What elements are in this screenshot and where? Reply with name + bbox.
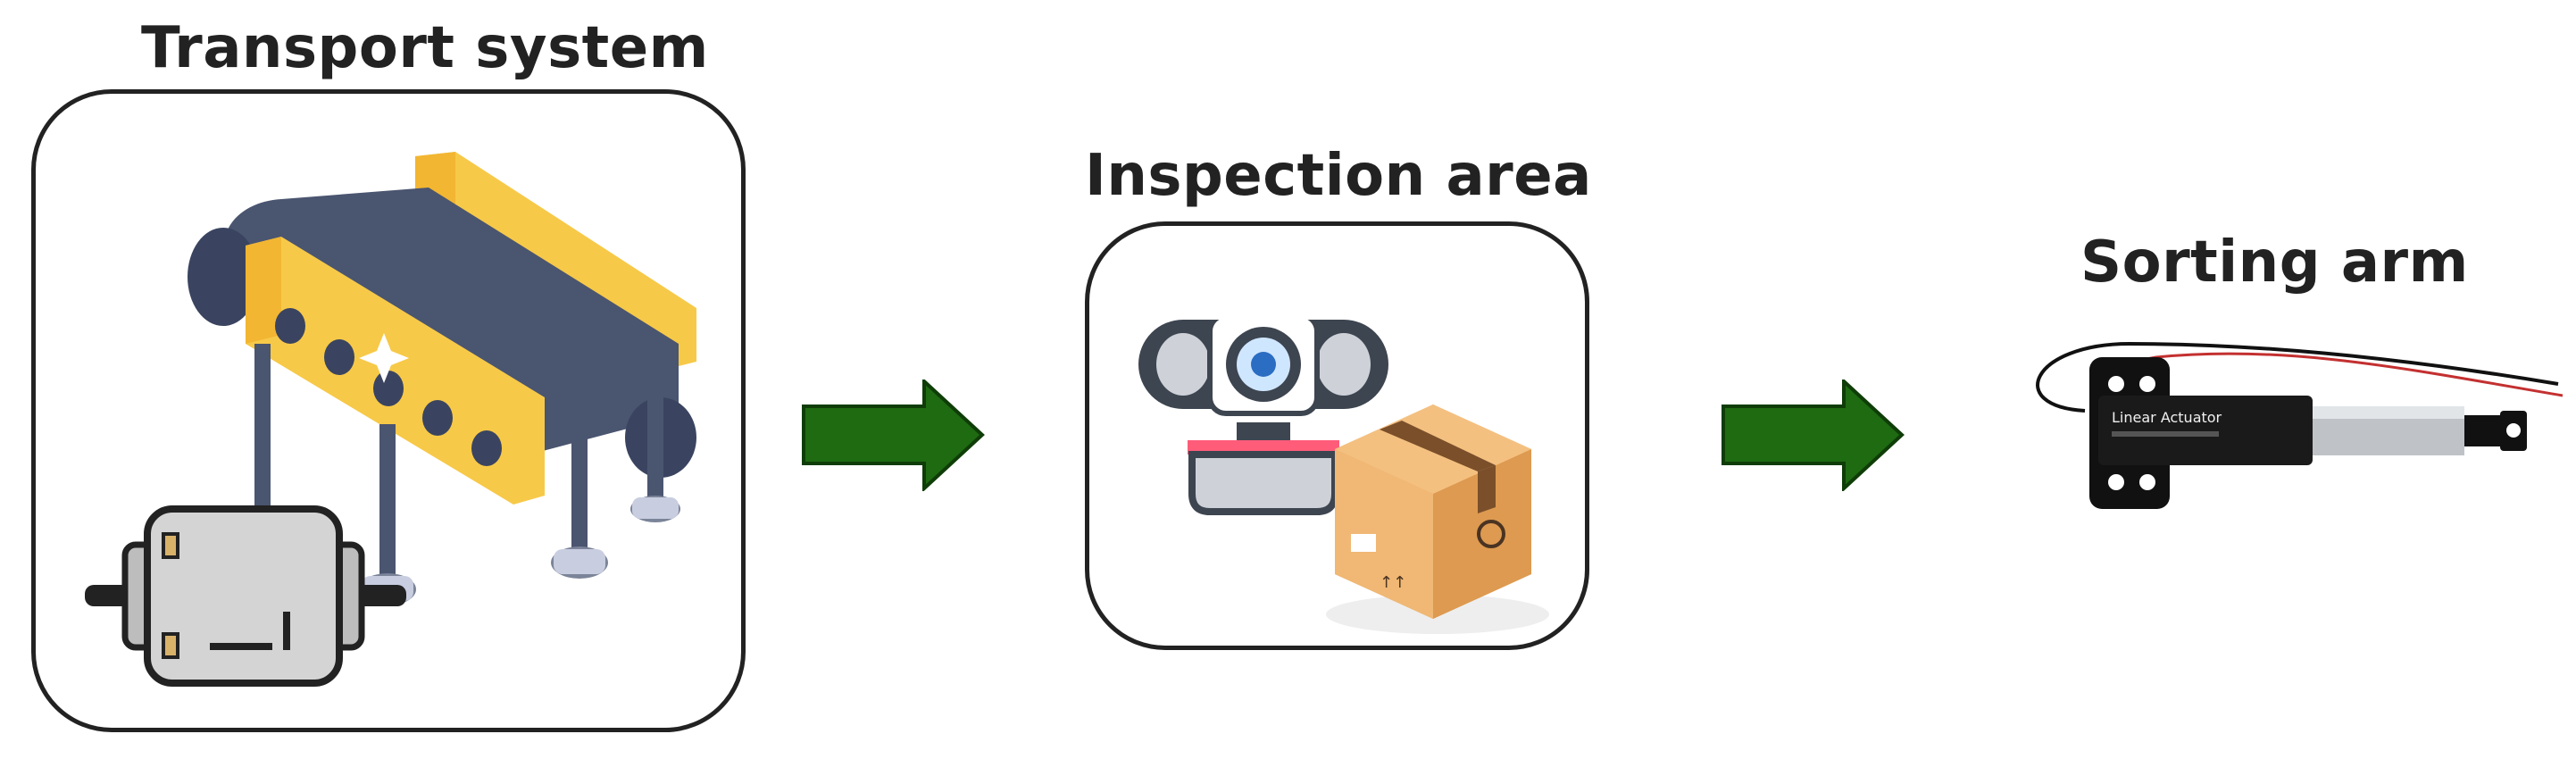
dc-motor-icon: [85, 505, 406, 687]
sorting-arm-title: Sorting arm: [2080, 229, 2469, 296]
webcam-icon: [1138, 320, 1388, 515]
cardboard-box-icon: ↑↑: [1326, 405, 1549, 634]
transport-system-title: Transport system: [141, 15, 709, 81]
svg-text:↑↑: ↑↑: [1380, 573, 1406, 592]
linear-actuator-icon: Linear Actuator: [2036, 341, 2563, 509]
inspection-area-title: Inspection area: [1085, 143, 1592, 209]
flow-arrow-1: [802, 380, 985, 491]
flow-arrow-2: [1722, 380, 1905, 491]
inspection-area-box: ↑↑: [1085, 221, 1589, 650]
conveyor-belt-icon: [188, 152, 696, 605]
transport-system-box: [31, 89, 746, 732]
actuator-label: Linear Actuator: [2112, 409, 2222, 426]
